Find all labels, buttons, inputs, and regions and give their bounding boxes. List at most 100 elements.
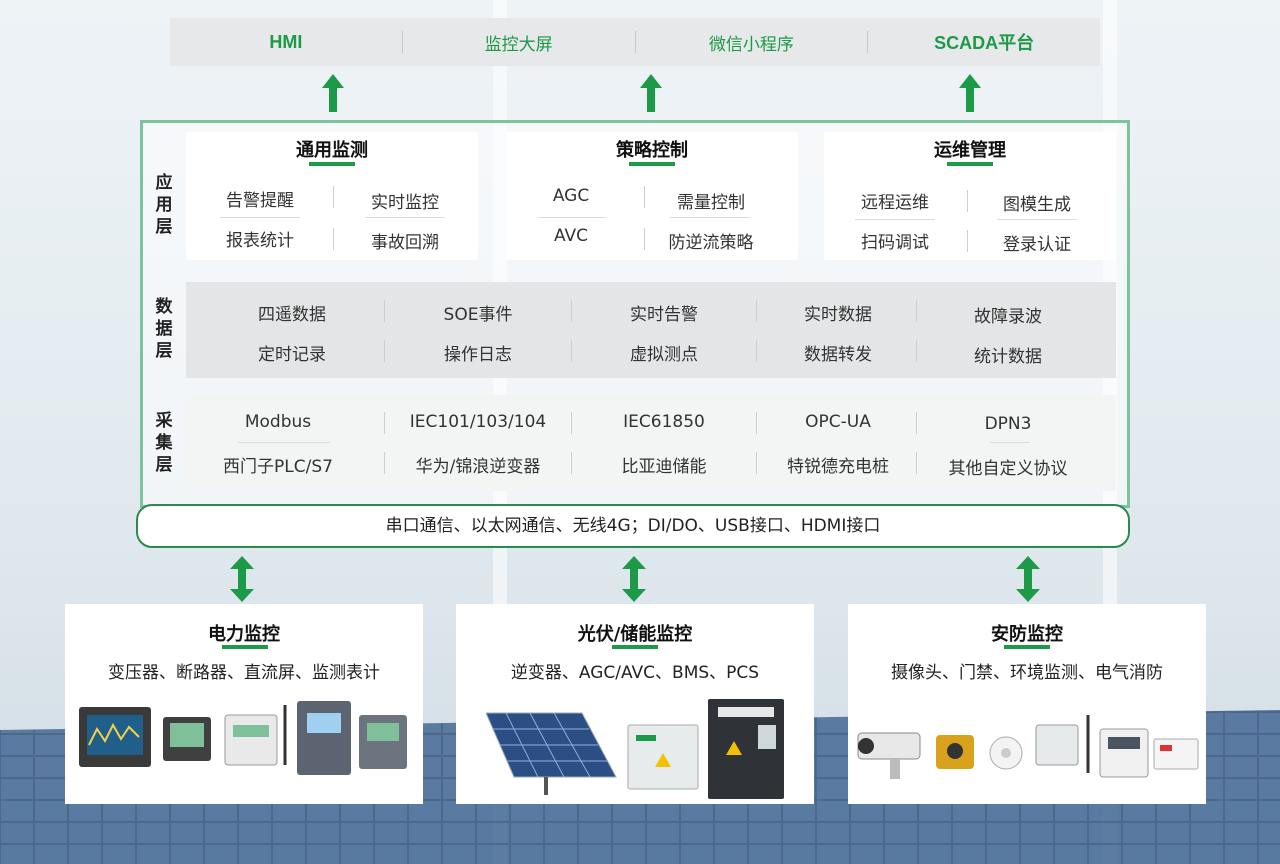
divider [384, 412, 385, 434]
data-item: 虚拟测点 [630, 345, 698, 365]
panel-subtitle: 变压器、断路器、直流屏、监测表计 [108, 663, 380, 683]
app-item: 图模生成 [1003, 195, 1071, 215]
data-item: 定时记录 [258, 345, 326, 365]
layer-label-data: 数据层 [155, 297, 173, 361]
double-arrow-icon [1016, 556, 1040, 602]
data-item: 统计数据 [974, 347, 1042, 367]
divider [571, 340, 572, 362]
protocol-item: 华为/锦浪逆变器 [415, 457, 541, 477]
divider [997, 219, 1077, 220]
app-item: 报表统计 [226, 231, 294, 251]
communication-bar: 串口通信、以太网通信、无线4G；DI/DO、USB接口、HDMI接口 [136, 504, 1130, 548]
protocol-item: DPN3 [984, 414, 1032, 434]
app-item: 远程运维 [861, 193, 929, 213]
solar-panel-icon [486, 699, 784, 799]
protocol-item: 西门子PLC/S7 [223, 457, 333, 477]
divider [916, 340, 917, 362]
divider [384, 300, 385, 322]
app-group-monitoring [186, 132, 478, 260]
data-item: 四遥数据 [258, 305, 326, 325]
divider [365, 217, 445, 218]
app-item: 扫码调试 [861, 233, 929, 253]
divider [855, 219, 935, 220]
panel-title: 电力监控 [208, 624, 280, 645]
app-item: 实时监控 [371, 193, 439, 213]
divider [644, 228, 645, 250]
data-item: 实时数据 [804, 305, 872, 325]
divider [538, 217, 606, 218]
divider [401, 31, 403, 53]
divider [967, 190, 968, 212]
title-underline [947, 162, 993, 166]
panel-title: 光伏/储能监控 [577, 624, 693, 645]
divider [756, 300, 757, 322]
app-group-strategy [506, 132, 798, 260]
divider [670, 217, 750, 218]
title-underline [1004, 645, 1050, 649]
app-item: 登录认证 [1003, 235, 1071, 255]
protocol-item: OPC-UA [805, 412, 871, 432]
divider [571, 452, 572, 474]
double-arrow-icon [622, 556, 646, 602]
divider [220, 217, 300, 218]
divider [756, 452, 757, 474]
double-arrow-icon [230, 556, 254, 602]
panel-subtitle: 逆变器、AGC/AVC、BMS、PCS [510, 663, 760, 683]
app-item: 防逆流策略 [668, 233, 754, 253]
up-arrow-icon [640, 74, 662, 112]
panel-subtitle: 摄像头、门禁、环境监测、电气消防 [891, 663, 1163, 683]
divider [384, 452, 385, 474]
title-underline [629, 162, 675, 166]
app-group-title: 策略控制 [616, 140, 688, 161]
protocol-item: 其他自定义协议 [948, 459, 1068, 479]
title-underline [222, 645, 268, 649]
data-layer-band [186, 282, 1116, 378]
divider [916, 452, 917, 474]
collection-layer-band [186, 395, 1116, 491]
power-meter-icon [79, 701, 407, 775]
output-platform-bar: HMI 监控大屏 微信小程序 SCADA平台 [170, 18, 1100, 66]
layer-label-collection: 采集层 [155, 411, 173, 475]
divider [571, 300, 572, 322]
app-group-title: 通用监测 [296, 140, 368, 161]
data-item: 实时告警 [630, 305, 698, 325]
up-arrow-icon [959, 74, 981, 112]
top-item-hmi: HMI [269, 31, 303, 52]
panel-title: 安防监控 [991, 624, 1063, 645]
divider [333, 186, 334, 208]
title-underline [612, 645, 658, 649]
divider [967, 230, 968, 252]
top-item-scada: SCADA平台 [934, 33, 1035, 53]
data-item: SOE事件 [443, 305, 513, 325]
title-underline [309, 162, 355, 166]
protocol-item: 特锐德充电桩 [787, 457, 889, 477]
data-item: 数据转发 [804, 345, 872, 365]
data-item: 操作日志 [444, 345, 512, 365]
top-item-wechat-miniprogram: 微信小程序 [708, 34, 794, 55]
app-item: 告警提醒 [226, 191, 294, 211]
app-item: 事故回溯 [371, 233, 439, 253]
app-item: AVC [553, 226, 589, 246]
app-item: 需量控制 [677, 193, 745, 213]
up-arrow-icon [322, 74, 344, 112]
protocol-item: IEC61850 [623, 412, 705, 432]
data-item: 故障录波 [974, 307, 1042, 327]
app-item: AGC [552, 186, 590, 206]
app-group-title: 运维管理 [934, 140, 1006, 161]
divider [756, 412, 757, 434]
divider [644, 186, 645, 208]
divider [756, 340, 757, 362]
divider [333, 228, 334, 250]
top-item-monitor-screen: 监控大屏 [484, 34, 553, 55]
protocol-item: IEC101/103/104 [409, 412, 547, 432]
camera-icon [857, 715, 1199, 779]
divider [916, 412, 917, 434]
divider [867, 31, 869, 53]
divider [571, 412, 572, 434]
divider [384, 340, 385, 362]
divider [238, 442, 330, 443]
protocol-item: Modbus [244, 412, 312, 432]
divider [634, 31, 636, 53]
protocol-item: 比亚迪储能 [621, 457, 707, 477]
app-group-operations [824, 132, 1116, 260]
